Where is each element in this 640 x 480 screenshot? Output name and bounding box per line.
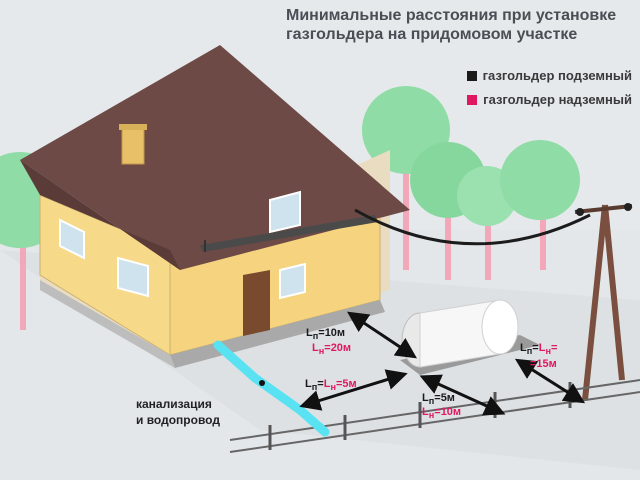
tree-crown (500, 140, 580, 220)
label-part: L (312, 342, 319, 354)
label-power-line-value: =15м (530, 358, 557, 370)
house-foundation-side (40, 280, 175, 368)
utility-note: канализация и водопровод (136, 396, 220, 428)
legend-item-aboveground: газгольдер надземный (467, 92, 632, 107)
balcony-floor (200, 215, 378, 252)
label-part: L (306, 327, 313, 339)
label-part: L (538, 342, 546, 354)
house (20, 45, 410, 368)
label-house-underground: Lп=10м (306, 327, 345, 343)
diagram-title: Минимальные расстояния при установке газ… (286, 6, 636, 44)
door (243, 270, 270, 336)
label-part: п (311, 382, 318, 393)
label-part: = (532, 342, 539, 354)
tree-trunk (445, 180, 451, 280)
arrow-house-tank (347, 311, 417, 359)
tree-trunk (485, 200, 491, 280)
pole-leg (602, 204, 625, 381)
label-power-line: Lп=Lн= (520, 342, 557, 358)
label-part: п (526, 346, 533, 357)
pole-leg (582, 204, 608, 401)
label-part: L (323, 378, 331, 390)
label-part: =5м (434, 392, 455, 404)
label-part: п (428, 396, 435, 407)
label-part: L (305, 378, 312, 390)
pipe-marker (259, 380, 265, 386)
chimney-top (119, 124, 147, 130)
sewer-water-pipe (213, 340, 330, 437)
title-line: газгольдера на придомовом участке (286, 26, 578, 43)
label-part: н (545, 346, 551, 357)
label-part: =10м (434, 406, 462, 418)
window (269, 190, 301, 234)
power-cable (354, 208, 591, 246)
label-sewer: Lп=Lн=5м (305, 378, 357, 394)
label-part: п (312, 331, 319, 342)
label-part: = (550, 342, 558, 354)
legend-swatch (466, 71, 477, 81)
insulator (624, 203, 632, 211)
house-roof (20, 45, 410, 270)
label-part: =20м (324, 342, 352, 354)
legend-label: газгольдер подземный (482, 68, 632, 83)
arrow-pipe-tank (299, 369, 408, 411)
legend-swatch (467, 95, 478, 105)
tank-end (481, 299, 519, 355)
window (279, 262, 306, 300)
tree-trunk (20, 230, 26, 330)
label-part: = (317, 378, 324, 390)
label-part: L (520, 342, 527, 354)
title-line: Минимальные расстояния при установке (286, 7, 617, 24)
legend-label: газгольдер надземный (483, 92, 632, 107)
label-part: =10м (318, 327, 346, 339)
arrow-tank-fence (419, 374, 506, 416)
pole-crossbar (574, 204, 633, 214)
chimney (121, 127, 145, 165)
house-roof-edge (20, 160, 180, 270)
power-pole (574, 203, 633, 401)
note-line: канализация (136, 397, 212, 411)
label-part: L (422, 392, 429, 404)
label-part: н (318, 346, 325, 357)
tree-trunk (540, 190, 546, 270)
arrow-tank-pole (514, 358, 586, 404)
label-part: =5м (335, 378, 357, 390)
window (117, 256, 149, 298)
insulator (576, 208, 584, 216)
gas-tank (400, 299, 540, 375)
window (59, 218, 85, 260)
label-part: н (428, 410, 435, 421)
label-fence-underground: Lп=5м (422, 392, 455, 408)
note-line: и водопровод (136, 413, 220, 427)
legend-item-underground: газгольдер подземный (466, 68, 632, 83)
label-part: L (422, 406, 429, 418)
label-house-aboveground: Lн=20м (312, 342, 351, 358)
label-fence-aboveground: Lн=10м (422, 406, 461, 422)
label-part: н (330, 382, 336, 393)
